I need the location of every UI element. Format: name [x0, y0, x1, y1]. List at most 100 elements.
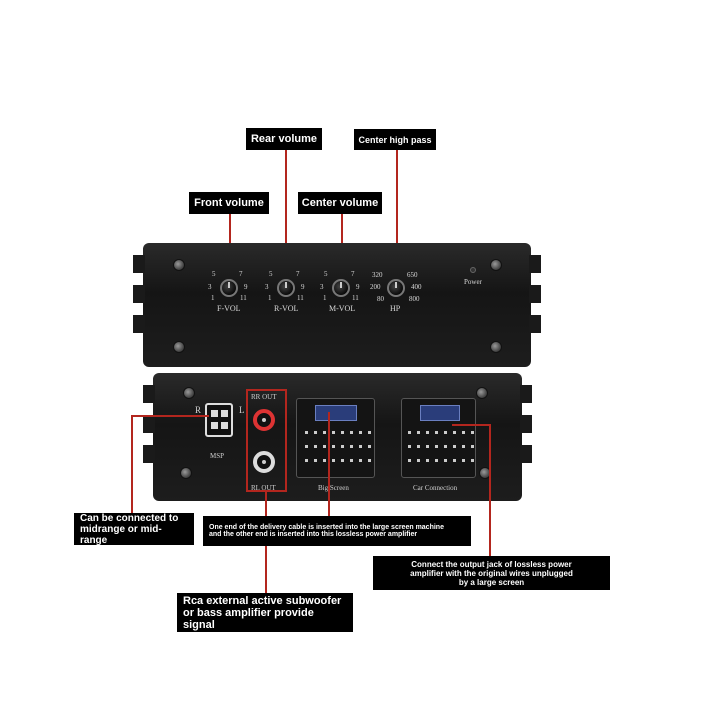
scale-mark: 11: [240, 294, 247, 302]
connector-pin: [332, 445, 335, 448]
rl-out-rca-jack[interactable]: [253, 451, 275, 473]
scale-mark: 5: [212, 270, 216, 278]
connector-pin: [314, 459, 317, 462]
callout-line: Can be connected to: [80, 512, 179, 524]
center-high-pass-callout: Center high pass: [354, 129, 436, 150]
scale-mark: 1: [211, 294, 215, 302]
connector-pin: [408, 445, 411, 448]
rear-volume-callout: Rear volume: [246, 128, 322, 150]
scale-mark: 80: [377, 295, 384, 303]
r-vol-knob[interactable]: [277, 279, 295, 297]
connector-pin: [471, 445, 474, 448]
scale-mark: 7: [239, 270, 243, 278]
connector-pin: [332, 459, 335, 462]
f-vol-label: F-VOL: [217, 304, 241, 313]
scale-mark: 3: [265, 283, 269, 291]
connector-pin: [453, 459, 456, 462]
scale-mark: 7: [351, 270, 355, 278]
heatsink-fin: [529, 255, 541, 273]
center-volume-callout: Center volume: [298, 192, 382, 214]
scale-mark: 1: [268, 294, 272, 302]
connector-pin: [359, 431, 362, 434]
connector-pin: [408, 431, 411, 434]
connector-pin: [426, 445, 429, 448]
hp-knob[interactable]: [387, 279, 405, 297]
connector-pin: [444, 445, 447, 448]
callout-line: Rca external active subwoofer: [183, 594, 342, 607]
connector-pin: [453, 431, 456, 434]
connector-pin: [368, 459, 371, 462]
scale-mark: 7: [296, 270, 300, 278]
connector-pin: [305, 431, 308, 434]
scale-mark: 3: [320, 283, 324, 291]
scale-mark: 200: [370, 283, 381, 291]
connector-pin: [350, 431, 353, 434]
connector-pin: [350, 459, 353, 462]
connector-pin: [305, 459, 308, 462]
connector-pin: [435, 445, 438, 448]
m-vol-knob[interactable]: [332, 279, 350, 297]
msp-connector[interactable]: [205, 403, 233, 437]
heatsink-fin: [520, 445, 532, 463]
connector-pin: [368, 445, 371, 448]
scale-mark: 320: [372, 271, 383, 279]
connector-pin: [323, 459, 326, 462]
heatsink-fin: [133, 285, 145, 303]
rear-volume-line: [285, 150, 287, 284]
hp-label: HP: [390, 304, 401, 313]
heatsink-fin: [520, 415, 532, 433]
rca-signal-callout: Rca external active subwoofer or bass am…: [177, 593, 353, 632]
connector-pin: [323, 431, 326, 434]
connector-pin: [435, 431, 438, 434]
connector-pin: [462, 459, 465, 462]
scale-mark: 1: [323, 294, 327, 302]
connector-pin: [368, 431, 371, 434]
rr-out-label: RR OUT: [251, 393, 277, 401]
screw-icon: [476, 387, 488, 399]
connector-pin: [408, 459, 411, 462]
scale-mark: 650: [407, 271, 418, 279]
midrange-line: [131, 415, 209, 417]
connector-pin: [341, 459, 344, 462]
callout-line: midrange or mid-range: [80, 523, 162, 546]
screw-icon: [183, 387, 195, 399]
heatsink-fin: [133, 315, 145, 333]
connector-pin: [359, 459, 362, 462]
midrange-line: [131, 415, 133, 513]
output-jack-line: [452, 424, 490, 426]
scale-mark: 5: [324, 270, 328, 278]
heatsink-fin: [143, 445, 155, 463]
heatsink-fin: [529, 285, 541, 303]
l-label: L: [239, 405, 245, 415]
rca-highlight-frame: [246, 389, 287, 492]
scale-mark: 9: [244, 283, 248, 291]
connector-pin: [471, 431, 474, 434]
connector-pin: [305, 445, 308, 448]
car-connection-connector[interactable]: [401, 398, 476, 478]
connector-pin: [314, 445, 317, 448]
delivery-cable-line: [328, 412, 330, 516]
connector-pin: [314, 431, 317, 434]
scale-mark: 5: [269, 270, 273, 278]
connector-pin: [323, 445, 326, 448]
connector-pin: [453, 445, 456, 448]
callout-line: or bass amplifier provide signal: [183, 606, 314, 631]
connector-pin: [435, 459, 438, 462]
midrange-callout: Can be connected to midrange or mid-rang…: [74, 512, 194, 546]
heatsink-fin: [143, 385, 155, 403]
scale-mark: 11: [297, 294, 304, 302]
connector-pin: [341, 431, 344, 434]
scale-mark: 3: [208, 283, 212, 291]
screw-icon: [490, 341, 502, 353]
output-jack-callout: Connect the output jack of lossless powe…: [373, 556, 610, 590]
connector-pin: [350, 445, 353, 448]
connector-pin: [471, 459, 474, 462]
output-jack-line: [489, 424, 491, 556]
big-screen-connector[interactable]: [296, 398, 375, 478]
f-vol-knob[interactable]: [220, 279, 238, 297]
connector-pin: [417, 431, 420, 434]
connector-pin: [462, 431, 465, 434]
rl-out-label: RL OUT: [251, 484, 276, 492]
callout-line: and the other end is inserted into this …: [209, 531, 418, 538]
rr-out-rca-jack[interactable]: [253, 409, 275, 431]
